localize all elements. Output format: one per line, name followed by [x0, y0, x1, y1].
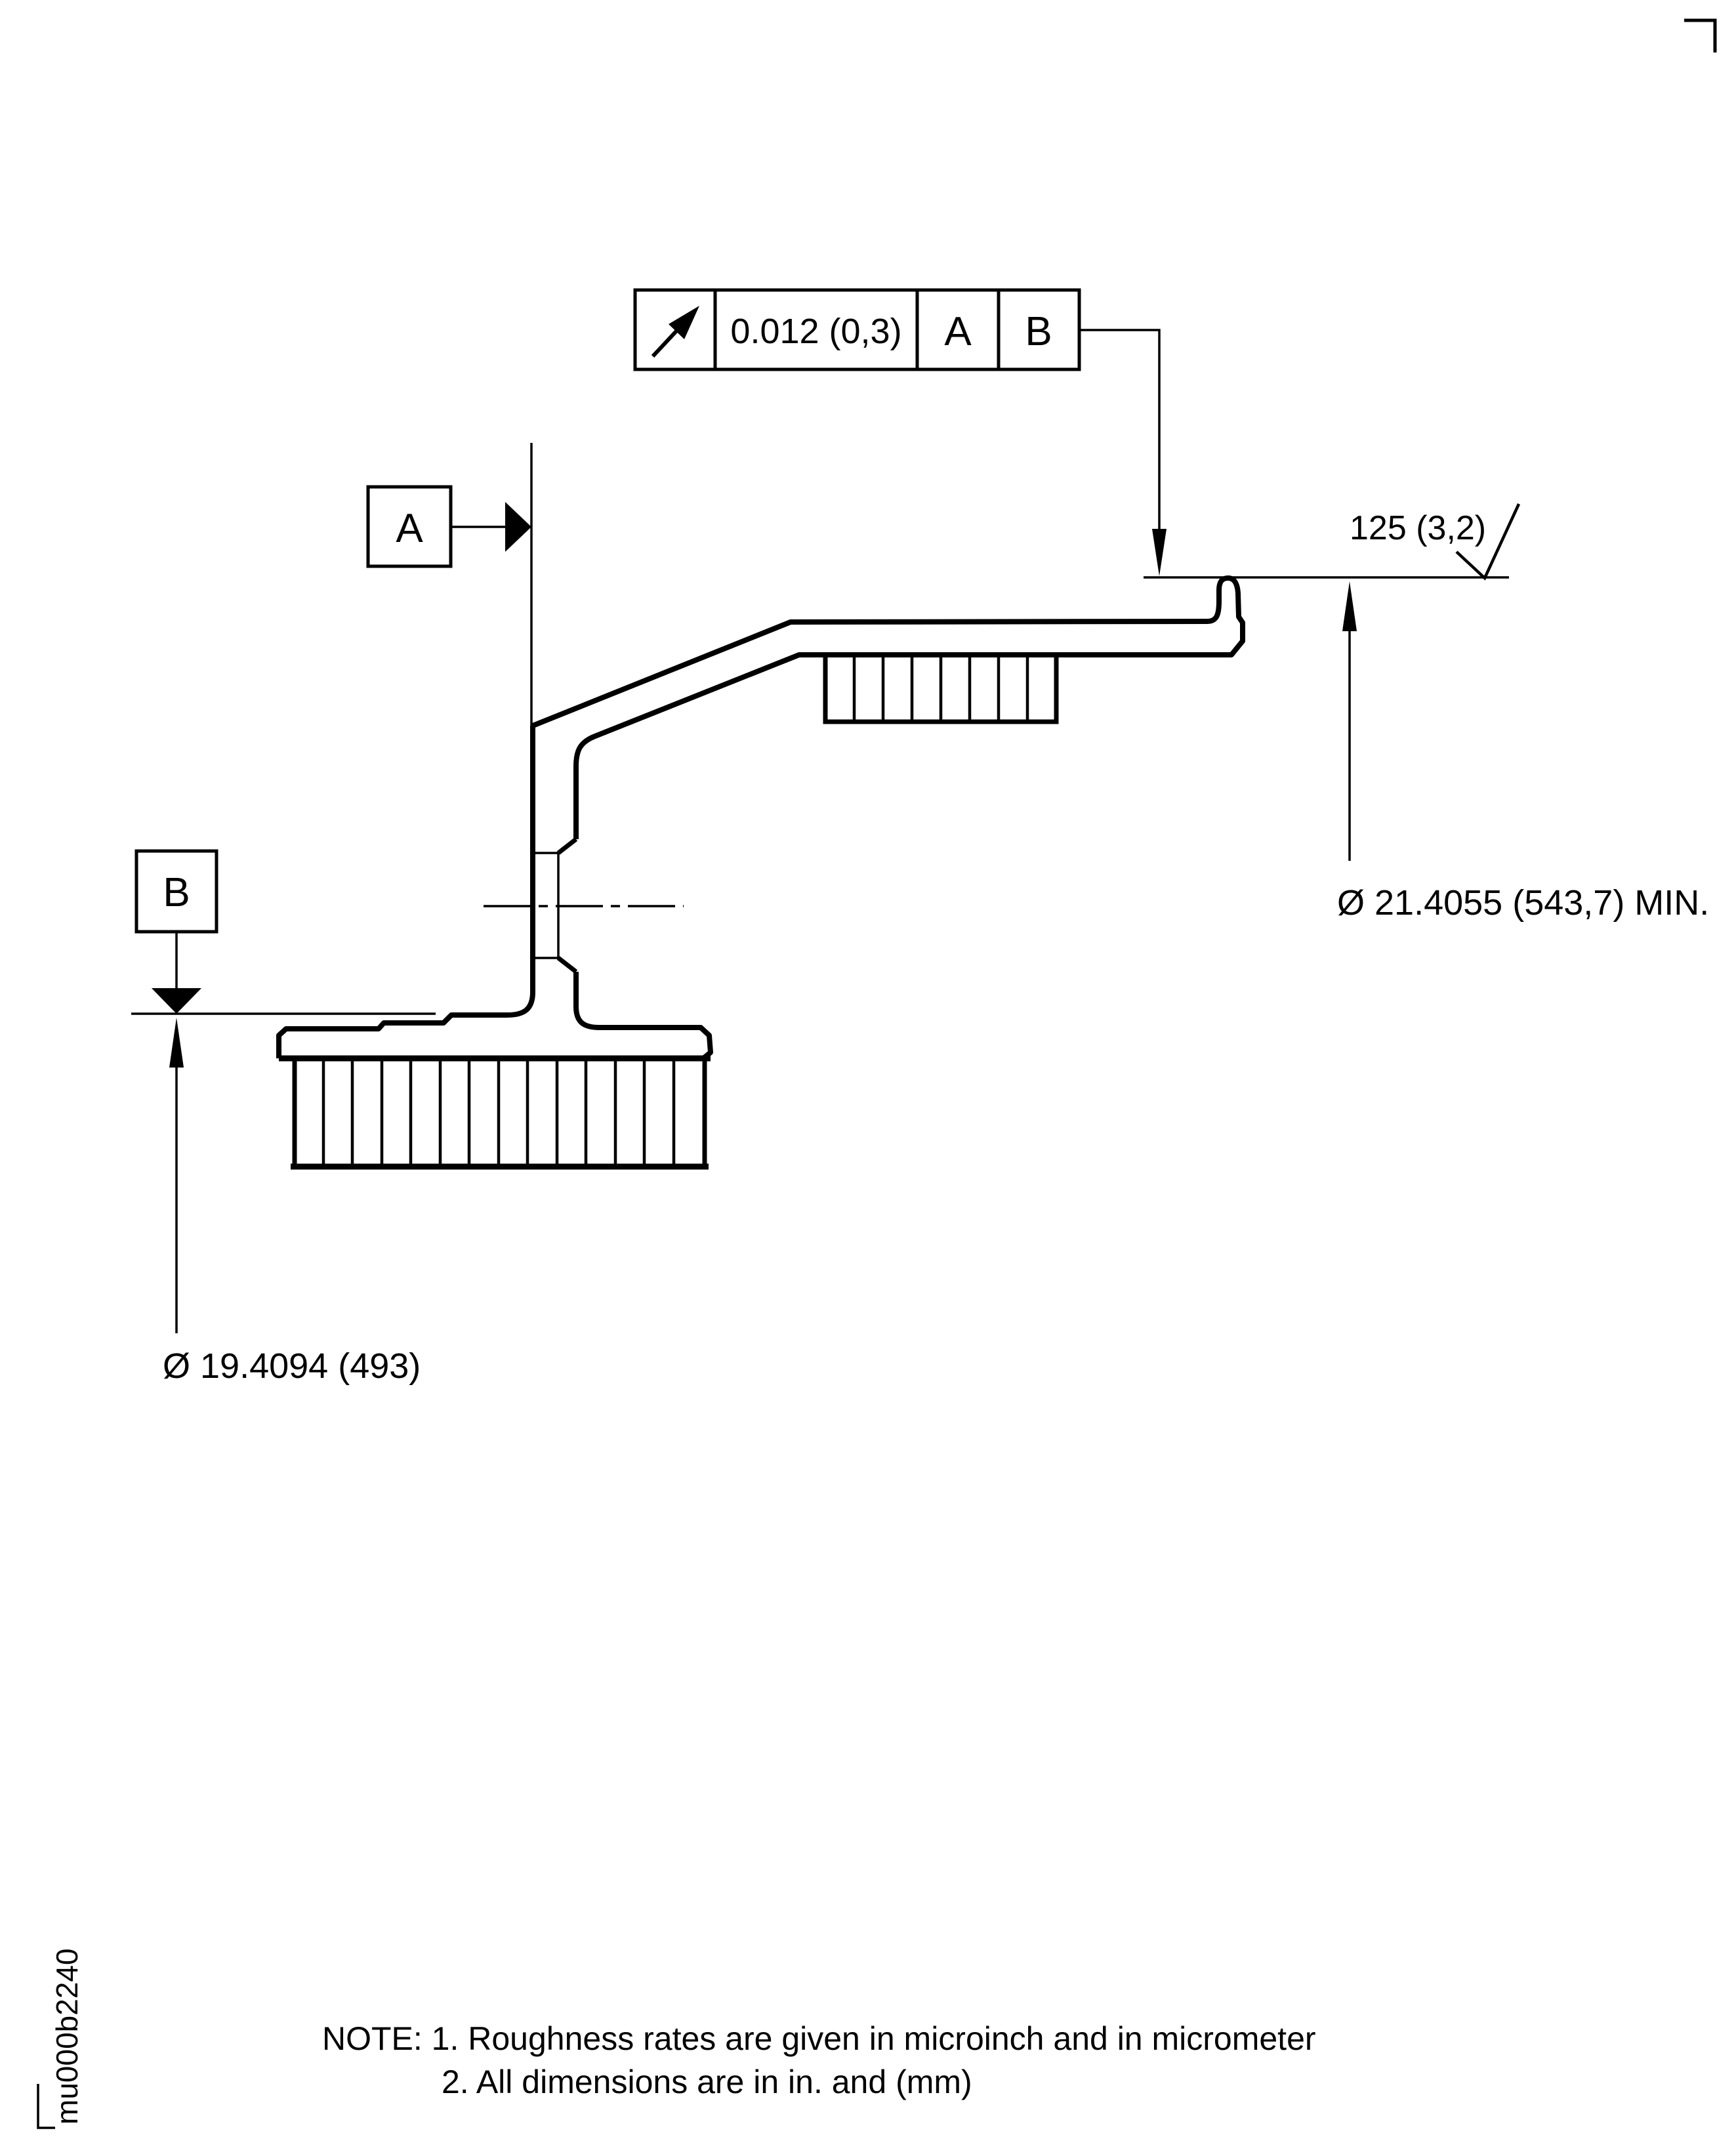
dim-arrow-up-icon [1342, 581, 1357, 631]
datum-a-callout: A [366, 443, 533, 726]
rim-diameter-dimension: Ø 21.4055 (543,7) MIN. [1337, 581, 1709, 923]
fcf-cell-dividers [713, 290, 1001, 369]
datum-a-triangle-icon [505, 502, 531, 552]
datum-b-callout: B [131, 849, 436, 1015]
surface-finish-callout: 125 (3,2) [1144, 503, 1521, 581]
dim-arrow-up-icon [169, 1018, 184, 1068]
web-outer-outline [276, 726, 535, 1058]
datum-b-label: B [163, 870, 190, 915]
datum-a-label: A [396, 506, 423, 551]
drawing-notes: NOTE: 1. Roughness rates are given in mi… [322, 2020, 1316, 2100]
cooling-fins-upper [823, 656, 1059, 724]
flange-diameter-dimension: Ø 19.4094 (493) [163, 1018, 421, 1386]
feature-control-frame: 0.012 (0,3) A B [633, 288, 1167, 576]
part-cross-section [276, 575, 1245, 1062]
flange-diameter-text: Ø 19.4094 (493) [163, 1346, 421, 1386]
note-line-2: 2. All dimensions are in in. and (mm) [442, 2064, 972, 2100]
web-inner-outline [573, 972, 713, 1061]
fcf-datum-2: B [1025, 309, 1052, 354]
surface-roughness-value: 125 (3,2) [1350, 509, 1486, 547]
cooling-fins-lower [291, 1060, 709, 1170]
rim-arm-outline [531, 575, 1245, 839]
datum-b-triangle-icon [152, 988, 201, 1014]
circular-runout-icon [651, 306, 699, 358]
corner-mark-top-right [1684, 18, 1717, 52]
fcf-leader-line [1079, 329, 1161, 530]
surface-finish-icon [1455, 503, 1521, 581]
rim-diameter-text: Ø 21.4055 (543,7) MIN. [1337, 883, 1709, 923]
document-code: mu000b2240 [50, 1948, 84, 2125]
fin-block-sides [292, 1060, 707, 1167]
fcf-tolerance-value: 0.012 (0,3) [730, 312, 901, 351]
fin-lines [321, 1060, 676, 1167]
fcf-leader-arrow-icon [1152, 529, 1167, 576]
bolt-hole-chamfers [556, 837, 578, 974]
fin-lines [852, 656, 1029, 722]
fcf-datum-1: A [944, 309, 972, 354]
note-line-1: NOTE: 1. Roughness rates are given in mi… [322, 2020, 1316, 2057]
corner-mark-bottom-left [37, 2084, 55, 2129]
